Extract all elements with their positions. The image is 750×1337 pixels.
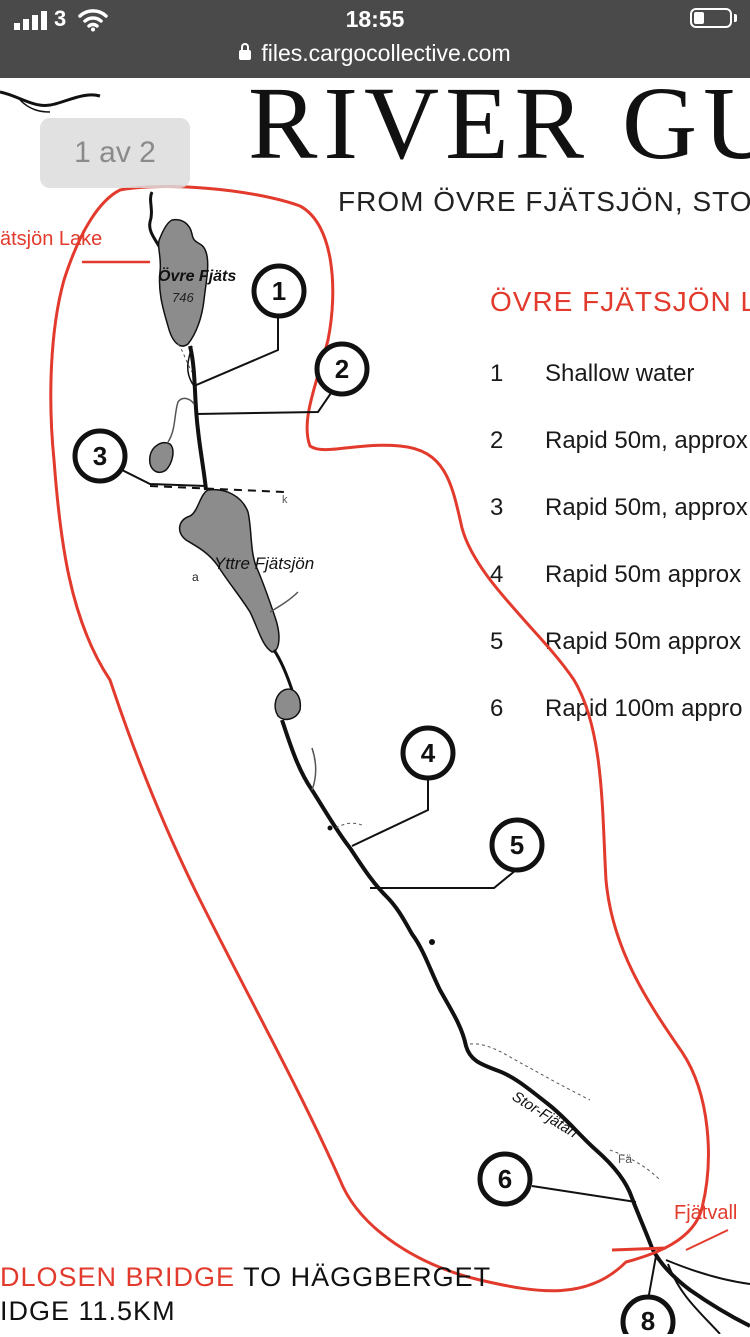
marker-circle xyxy=(620,1294,676,1334)
leader-line xyxy=(370,869,517,889)
map-stream xyxy=(311,747,317,791)
page-indicator: 1 av 2 xyxy=(40,118,190,188)
marker-circle xyxy=(72,428,128,484)
marker-6: 6 xyxy=(497,1164,513,1194)
rapid-number: 2 xyxy=(490,427,504,454)
lower-lake-label: Yttre Fjätsjön xyxy=(214,554,315,573)
map-pond xyxy=(149,442,174,474)
marker-1: 1 xyxy=(271,276,287,306)
lock-icon xyxy=(239,43,252,60)
map-small-label: Fä xyxy=(618,1152,633,1166)
marker-circle xyxy=(314,341,370,397)
clock-time: 18:55 xyxy=(345,6,405,32)
footer-route-end: TO HÄGGBERGET xyxy=(235,1262,492,1292)
document-subtitle: FROM ÖVRE FJÄTSJÖN, STOR xyxy=(338,186,750,217)
page-url: files.cargocollective.com xyxy=(261,40,511,66)
upper-lake-label: Övre Fjäts xyxy=(158,268,237,285)
map-lake-lower xyxy=(178,488,280,653)
address-bar[interactable]: files.cargocollective.com xyxy=(0,40,750,67)
status-bar: 3 18:55 files.cargocollective.com xyxy=(0,0,750,78)
leader-line xyxy=(117,467,207,487)
map-river xyxy=(272,649,294,691)
battery-cap xyxy=(734,14,737,22)
map-shore xyxy=(177,343,193,373)
battery-icon xyxy=(690,8,732,28)
section-boundary xyxy=(49,185,710,1293)
marker-5: 5 xyxy=(509,830,525,860)
rapid-item: 2 Rapid 50m, approx xyxy=(490,427,750,467)
marker-circle xyxy=(251,263,307,319)
map-river xyxy=(280,719,750,1328)
document-title: RIVER GU xyxy=(248,66,750,181)
leader-line xyxy=(531,1185,637,1203)
section-title: ÖVRE FJÄTSJÖN LA xyxy=(490,286,750,317)
marker-8: 8 xyxy=(640,1306,656,1336)
map-stream xyxy=(665,1259,750,1285)
map-dot xyxy=(429,939,435,945)
boundary-tick xyxy=(611,1246,667,1252)
rapid-number: 5 xyxy=(490,628,504,655)
map-stream xyxy=(0,90,101,107)
map-stream xyxy=(667,1263,721,1334)
map-small-label: k xyxy=(282,494,288,506)
map-small-label: a xyxy=(192,570,199,584)
rapid-description: Rapid 50m, approx xyxy=(545,427,748,454)
map-stream xyxy=(469,1043,591,1101)
marker-circle xyxy=(400,725,456,781)
elevation-label: 746 xyxy=(172,290,194,305)
rapid-number: 4 xyxy=(490,561,504,588)
map-river xyxy=(148,191,162,249)
rapid-description: Rapid 100m appro xyxy=(545,695,743,722)
marker-3: 3 xyxy=(92,441,108,471)
marker-circle xyxy=(477,1151,533,1207)
map-pond xyxy=(274,688,302,721)
marker-circle xyxy=(489,817,545,873)
footer-distance-line: IDGE 11.5KM xyxy=(0,1296,176,1326)
map-lake-upper xyxy=(157,218,209,347)
rapid-description: Rapid 50m approx xyxy=(545,561,742,588)
rapid-item: 6 Rapid 100m appro xyxy=(490,695,750,735)
upper-lake-red-label: ätsjön Lake xyxy=(0,228,103,250)
map-dot xyxy=(327,825,333,831)
footer-route-line: DLOSEN BRIDGE TO HÄGGBERGET xyxy=(0,1262,491,1293)
marker-2: 2 xyxy=(334,354,350,384)
rapid-item: 1 Shallow water xyxy=(490,360,750,400)
leader-line xyxy=(351,780,429,847)
rapid-number: 1 xyxy=(490,360,504,387)
fjatvall-red-label: Fjätvall xyxy=(674,1202,738,1224)
signal-strength-icon xyxy=(14,11,47,30)
map-stream xyxy=(19,99,51,113)
wifi-icon xyxy=(78,9,108,32)
map-stream xyxy=(269,591,299,613)
leader-line xyxy=(195,379,341,415)
map-river xyxy=(188,345,208,491)
rapid-item: 4 Rapid 50m approx xyxy=(490,561,750,601)
map-river xyxy=(187,345,195,387)
map-stream xyxy=(335,822,365,829)
boundary-tick xyxy=(685,1229,729,1251)
map-trail xyxy=(149,485,286,493)
rapid-description: Rapid 50m, approx xyxy=(545,494,748,521)
rapid-item: 3 Rapid 50m, approx xyxy=(490,494,750,534)
carrier-name: 3 xyxy=(54,6,67,31)
footer-route-start: DLOSEN BRIDGE xyxy=(0,1262,236,1292)
marker-4: 4 xyxy=(420,738,436,768)
river-map xyxy=(0,90,750,1334)
rapid-description: Rapid 50m approx xyxy=(545,628,742,655)
rapid-description: Shallow water xyxy=(545,360,695,387)
rapid-item: 5 Rapid 50m approx xyxy=(490,628,750,668)
leader-line xyxy=(647,1255,657,1301)
rapid-number: 6 xyxy=(490,695,504,722)
rapid-number: 3 xyxy=(490,494,504,521)
leader-line xyxy=(193,318,279,387)
map-stream xyxy=(167,397,195,443)
